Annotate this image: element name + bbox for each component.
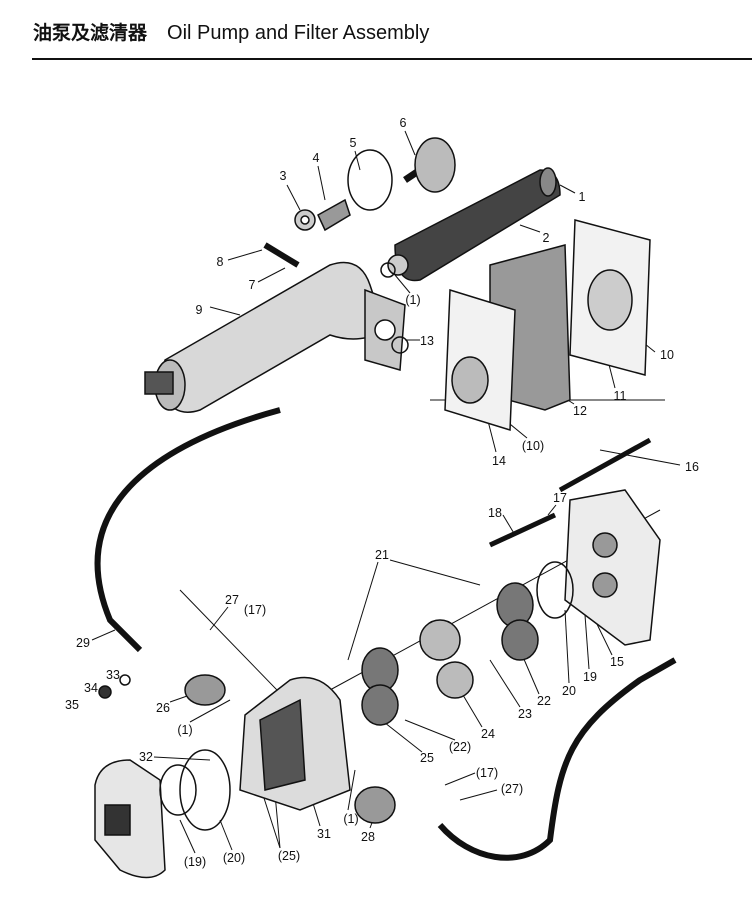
callout-label: 13 [420,334,434,348]
callout-label: 14 [492,454,506,468]
callout-label: (25) [277,849,301,863]
callout-label: 10 [660,348,674,362]
rear-cover [564,489,661,646]
callout-label: 29 [76,636,90,650]
callout-label: 28 [361,830,375,844]
callout-label: 31 [317,827,331,841]
filter-element [387,167,561,282]
callout-label: 34 [84,681,98,695]
callout-label: 11 [613,389,627,403]
callout-label: 20 [562,684,576,698]
callout-label: 6 [399,116,407,130]
callout-label: 26 [156,701,170,715]
callout-label: 16 [685,460,699,474]
front-cover [94,749,231,879]
callout-label: 19 [583,670,597,684]
plates [444,219,651,432]
callout-label: (27) [500,782,524,796]
callout-label: 35 [65,698,79,712]
callout-label: 23 [518,707,532,721]
callout-label: (10) [521,439,545,453]
callout-label: 1 [578,190,586,204]
callout-label: (1) [343,812,359,826]
callout-label: 5 [349,136,357,150]
filter-housing [144,261,406,413]
callout-label: 3 [279,169,287,183]
callout-label: 24 [481,727,495,741]
callout-label: 12 [573,404,587,418]
callout-label: 32 [139,750,153,764]
callout-label: 4 [312,151,320,165]
callout-label: 25 [420,751,434,765]
callout-label: 8 [216,255,224,269]
callout-label: 9 [195,303,203,317]
title-english: Oil Pump and Filter Assembly [167,22,430,44]
callout-label: (19) [183,855,207,869]
callout-label: (22) [448,740,472,754]
callout-label: (20) [222,851,246,865]
callout-label: 7 [248,278,256,292]
gear-pump-internals [361,561,574,726]
callout-label: 22 [537,694,551,708]
callout-label: 17 [553,491,567,505]
callout-label: (17) [243,603,267,617]
callout-label: 27 [225,593,239,607]
callout-label: (1) [177,723,193,737]
bolts [488,437,652,548]
page-title: 油泵及滤清器 Oil Pump and Filter Assembly [33,18,429,45]
callout-label: (17) [475,766,499,780]
callout-label: 33 [106,668,120,682]
small-parts [263,137,456,354]
flanges [98,674,396,824]
callout-label: (1) [405,293,421,307]
leader-lines [91,130,681,854]
oil-pipes [94,407,677,861]
title-chinese: 油泵及滤清器 [33,22,148,44]
callout-label: 21 [375,548,389,562]
callout-label: 18 [488,506,502,520]
callout-label: 2 [542,231,550,245]
callout-label: 15 [610,655,624,669]
title-divider [32,58,752,60]
pump-body [239,676,351,811]
